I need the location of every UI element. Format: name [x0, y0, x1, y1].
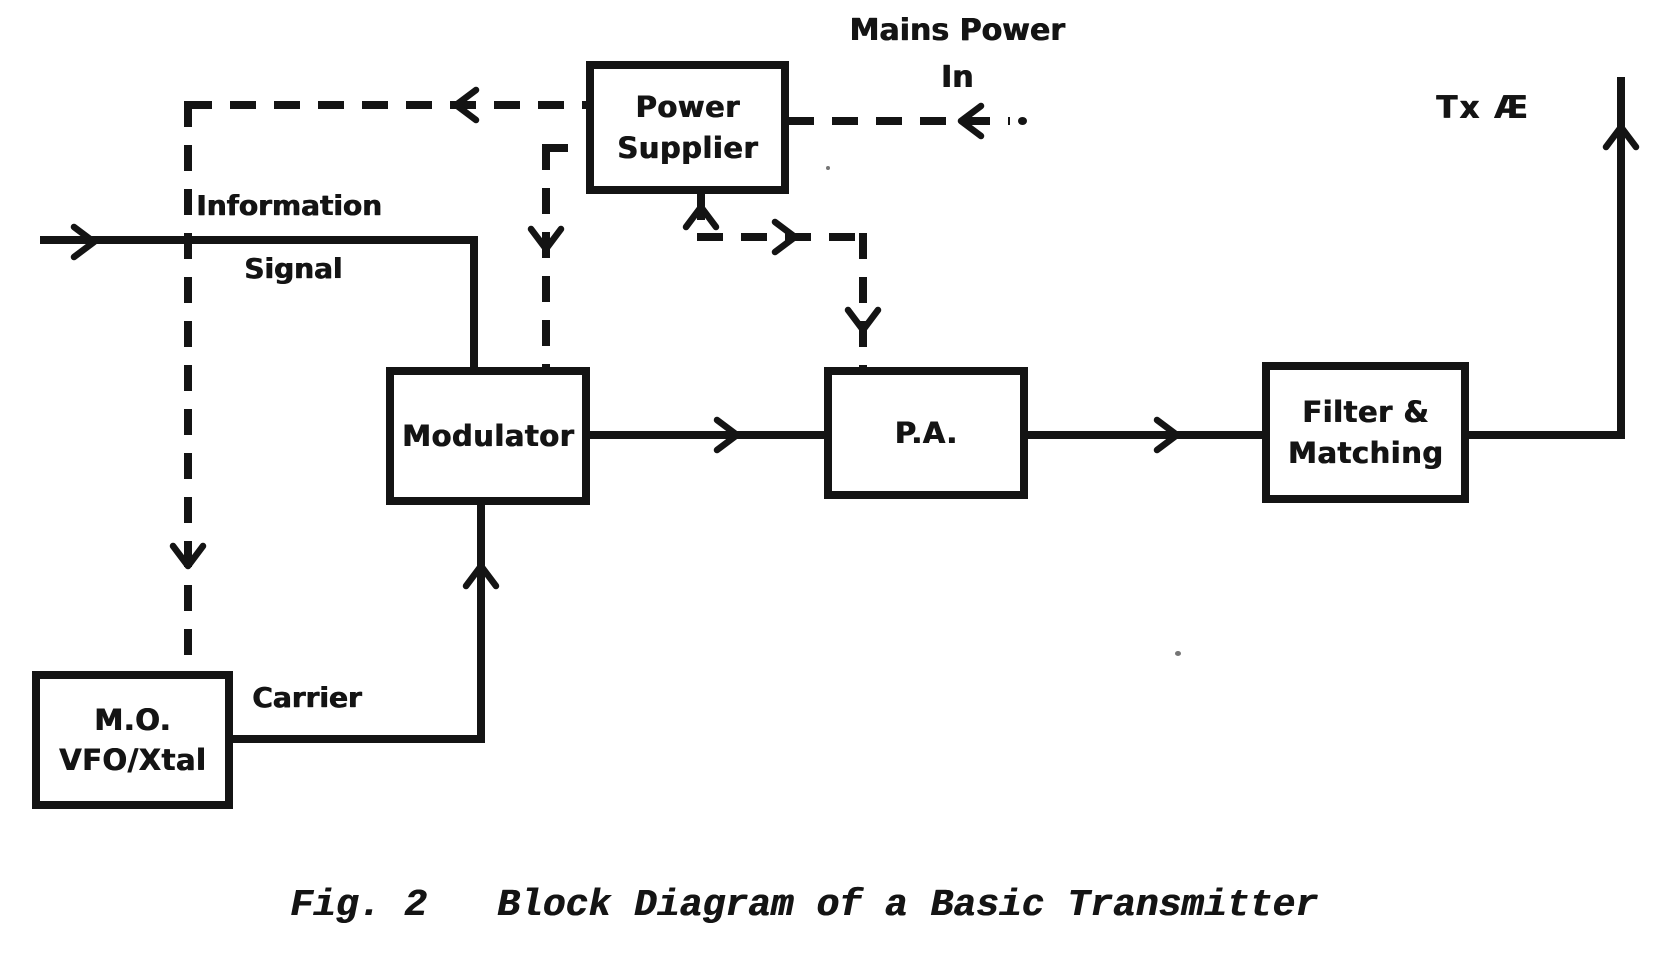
power-supplier-label-line1: Power [635, 90, 740, 125]
power-feed-pa-line-vertical [859, 233, 867, 370]
carrier-line-vertical [477, 503, 485, 743]
master-oscillator-block: M.O. VFO/Xtal [32, 671, 233, 809]
mains-power-in-label: Mains Power In [840, 8, 1074, 101]
arrow-down-icon [166, 538, 210, 582]
filter-output-line [1467, 431, 1625, 439]
power-supplier-block: Power Supplier [586, 61, 789, 194]
power-feed-mo-line-vertical [184, 101, 192, 673]
pa-to-filter-line [1026, 431, 1264, 439]
modulator-label: Modulator [401, 418, 575, 453]
carrier-line-horizontal [231, 735, 483, 743]
master-oscillator-label-line1: M.O. [94, 702, 171, 737]
scan-speckle [826, 166, 830, 170]
carrier-label: Carrier [252, 681, 362, 714]
figure-number: Fig. 2 [290, 884, 427, 927]
power-supplier-label-line2: Supplier [617, 130, 758, 165]
power-feed-left-line-horizontal [186, 101, 588, 109]
tx-aerial-label: Tx Æ [1436, 90, 1530, 126]
modulator-block: Modulator [386, 367, 590, 505]
arrow-right-icon [767, 215, 811, 259]
arrow-up-icon [1599, 111, 1643, 155]
power-feed-modulator-stub [542, 144, 590, 152]
arrow-up-icon [679, 191, 723, 235]
power-feed-pa-line-horizontal [697, 233, 867, 241]
mains-power-line-end-dot [1018, 117, 1027, 125]
master-oscillator-label-line2: VFO/Xtal [58, 743, 207, 777]
power-feed-pa-line-drop [697, 194, 705, 240]
filter-matching-label-line1: Filter & [1302, 395, 1429, 430]
arrow-left-icon [945, 99, 989, 143]
mains-power-in-line [788, 117, 1010, 125]
information-signal-line-vertical [470, 236, 478, 370]
arrow-down-icon [841, 302, 885, 346]
scan-speckle [1175, 651, 1181, 656]
arrow-right-icon [1149, 413, 1193, 457]
arrow-up-icon [459, 550, 503, 594]
information-label: Information [196, 189, 382, 222]
figure-title: Block Diagram of a Basic Transmitter [497, 884, 1318, 927]
signal-label: Signal [244, 252, 343, 285]
pa-label: P.A. [894, 415, 958, 450]
mains-power-label-line1: Mains Power [849, 13, 1065, 48]
pa-block: P.A. [824, 367, 1028, 499]
arrow-right-icon [709, 413, 753, 457]
mains-power-label-line2: In [940, 59, 974, 95]
arrow-down-icon [524, 221, 568, 265]
modulator-to-pa-line [588, 431, 826, 439]
information-signal-line-horizontal [40, 236, 476, 244]
power-feed-modulator-line-vertical [542, 144, 550, 370]
antenna-feed-line [1617, 77, 1625, 439]
filter-matching-label-line2: Matching [1287, 435, 1444, 470]
arrow-right-icon [66, 220, 110, 264]
arrow-left-icon [440, 83, 484, 127]
filter-matching-block: Filter & Matching [1262, 362, 1469, 503]
